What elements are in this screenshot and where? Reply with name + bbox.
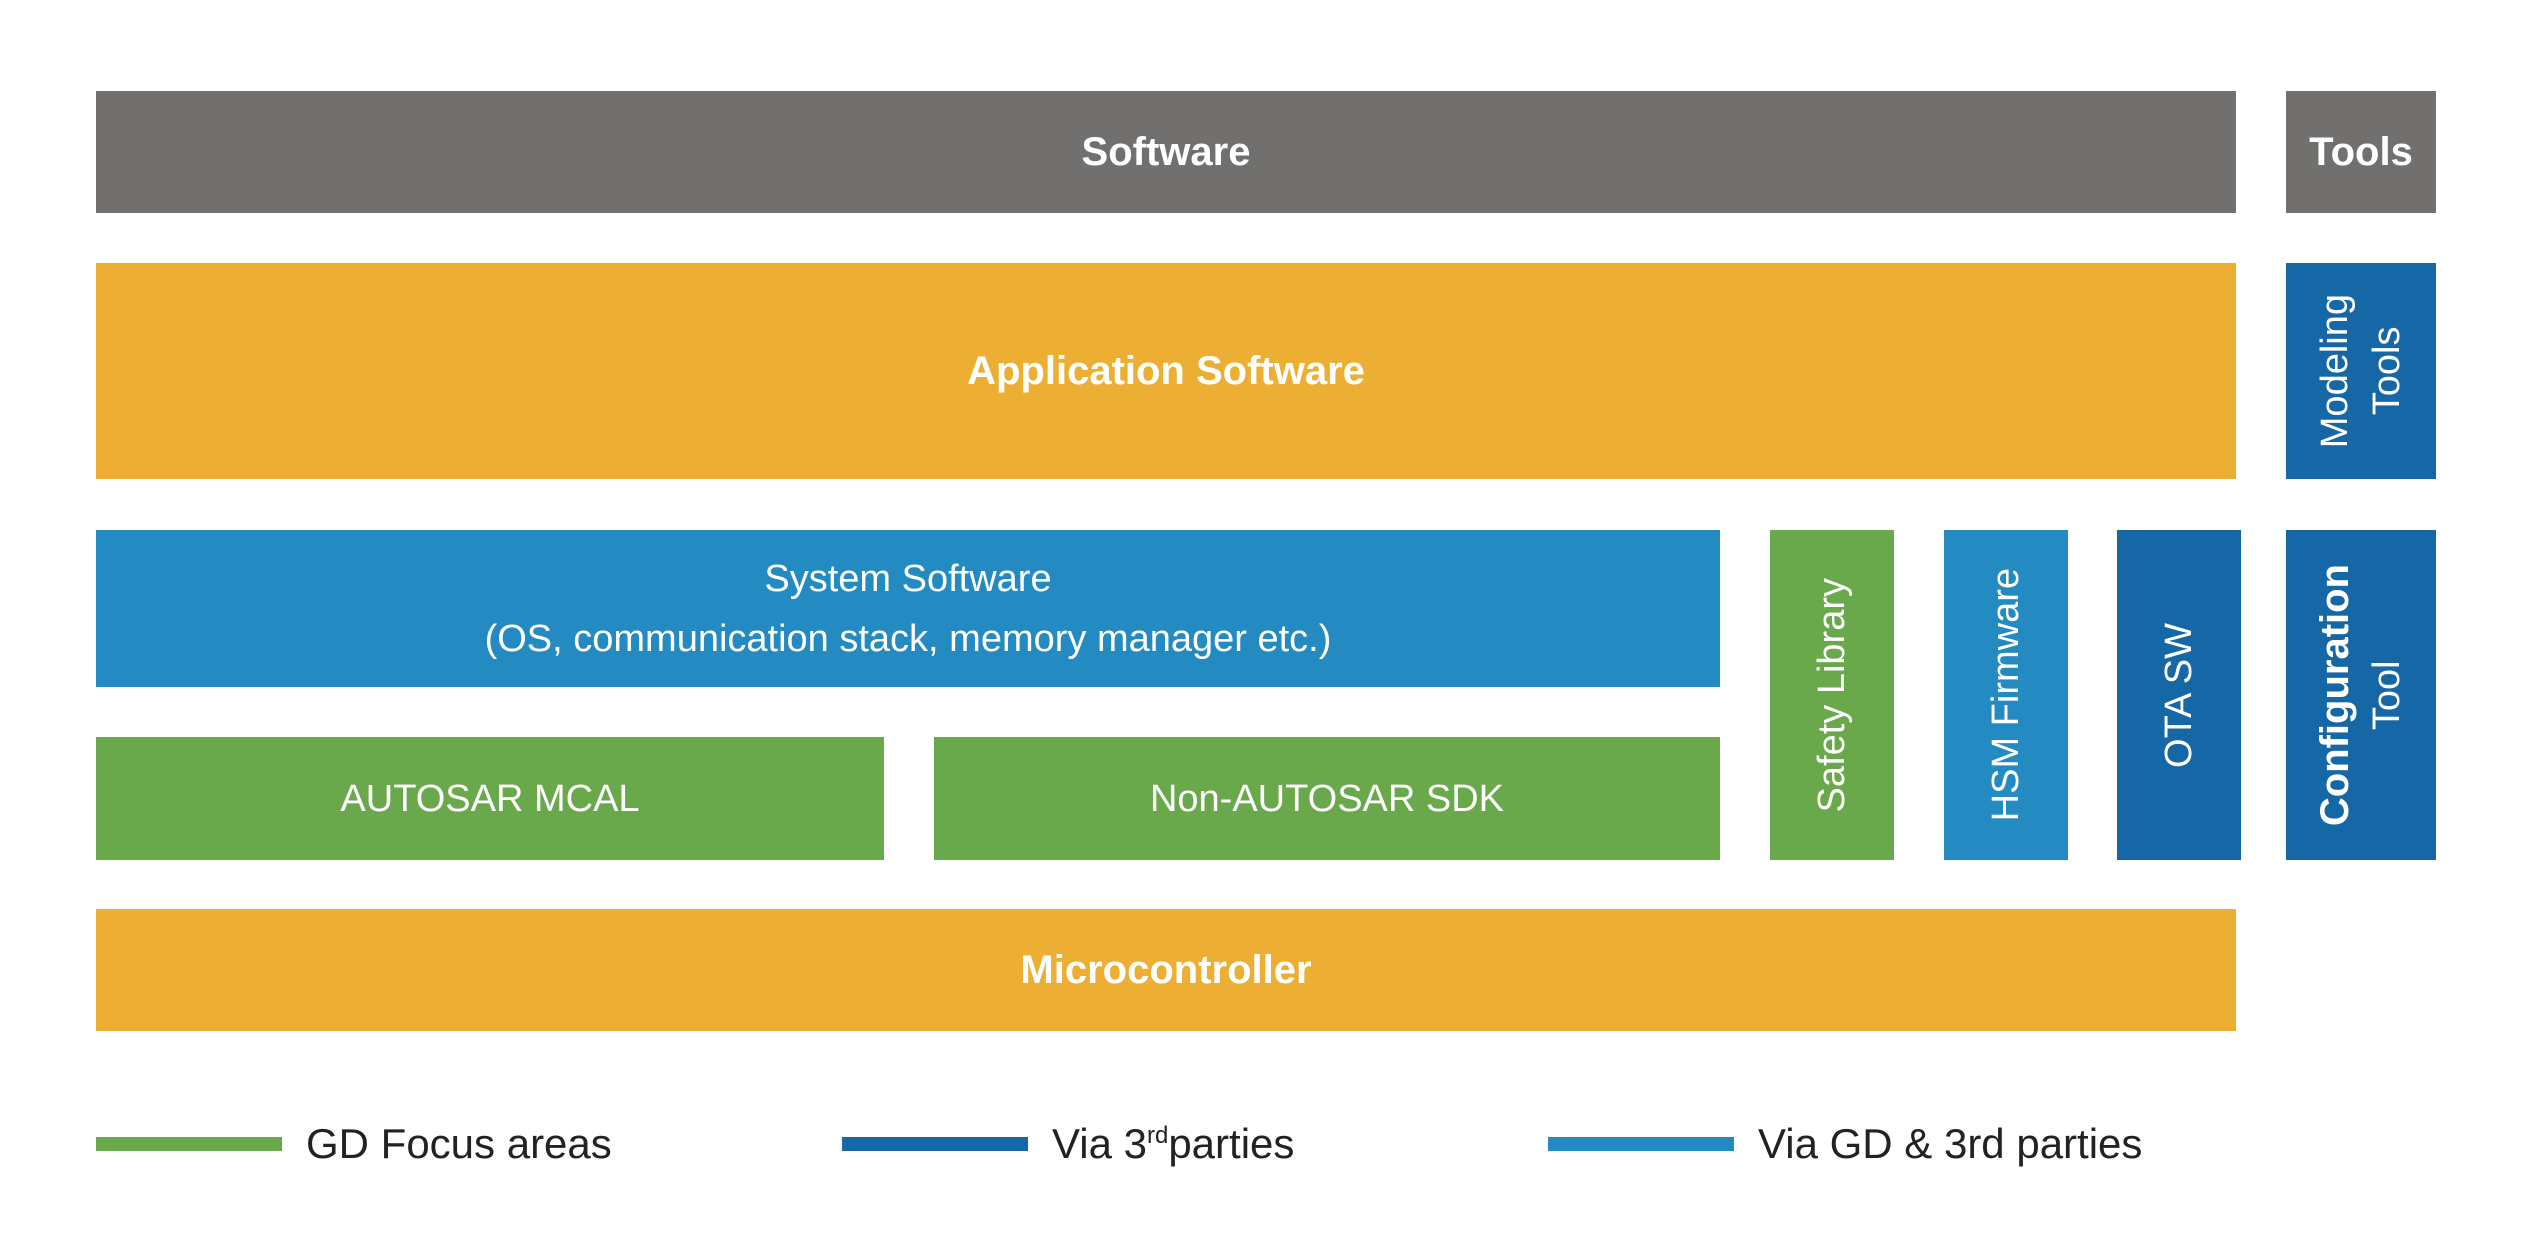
legend-label-focus: GD Focus areas [306,1120,612,1167]
tools-header: Tools [2286,91,2436,213]
legend-label-third-parties: Via 3rdparties [1052,1120,1295,1167]
application-software-block: Application Software [96,263,2236,479]
legend-swatch-third-parties [842,1137,1028,1151]
hsm-firmware-block: HSM Firmware [1944,530,2068,860]
configuration-tool-block: Configuration Tool [2286,530,2436,860]
modeling-tools-block: Modeling Tools [2286,263,2436,479]
software-header-label: Software [1081,129,1251,174]
safety-library-label: Safety Library [1811,577,1853,813]
autosar-mcal-block: AUTOSAR MCAL [96,737,884,860]
tools-header-label: Tools [2309,129,2413,174]
legend-swatch-focus [96,1137,282,1151]
system-software-block: System Software (OS, communication stack… [96,530,1720,687]
non-autosar-sdk-block: Non-AUTOSAR SDK [934,737,1720,860]
hsm-firmware-label: HSM Firmware [1985,568,2027,822]
system-software-label: System Software (OS, communication stack… [484,557,1332,660]
microcontroller-block: Microcontroller [96,909,2236,1031]
safety-library-block: Safety Library [1770,530,1894,860]
software-header: Software [96,91,2236,213]
configuration-tool-label: Configuration Tool [2313,563,2408,827]
microcontroller-label: Microcontroller [1020,947,1312,992]
ota-sw-block: OTA SW [2117,530,2241,860]
ota-sw-label: OTA SW [2158,622,2200,768]
application-software-label: Application Software [967,348,1365,393]
autosar-mcal-label: AUTOSAR MCAL [340,777,640,820]
legend-swatch-gd-and-third-parties [1548,1137,1734,1151]
modeling-tools-label: Modeling Tools [2314,293,2408,449]
non-autosar-sdk-label: Non-AUTOSAR SDK [1149,777,1505,820]
legend-label-gd-and-third-parties: Via GD & 3rd parties [1758,1120,2143,1167]
